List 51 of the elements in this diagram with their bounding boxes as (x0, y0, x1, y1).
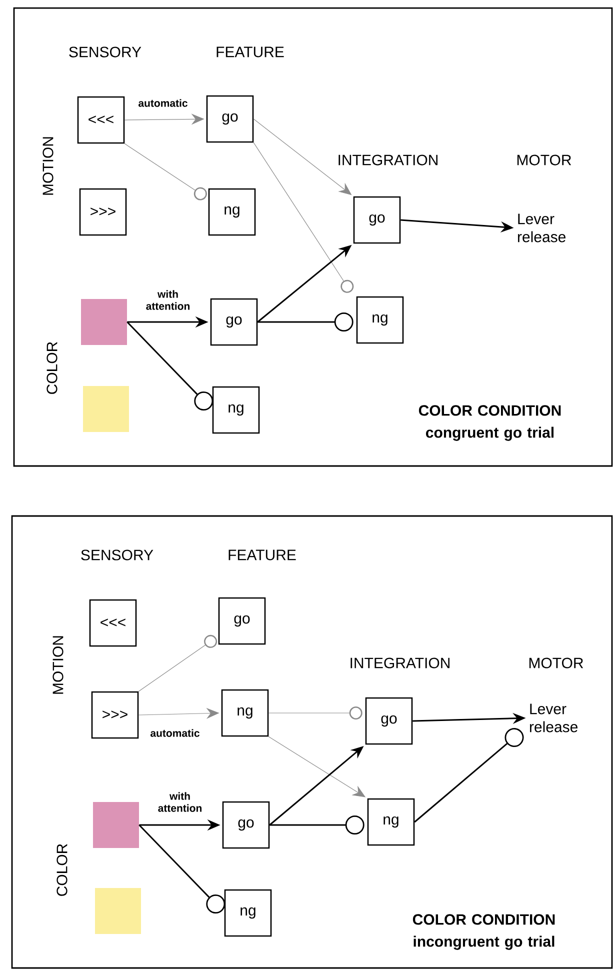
condition-caption: COLOR CONDITION incongruent go trial (412, 914, 555, 950)
edge-label: with attention (149, 791, 211, 813)
connector-arrow (258, 312, 354, 332)
feature-box: go (218, 597, 266, 645)
edge-label: automatic (132, 98, 194, 108)
edge-label: with attention (137, 289, 199, 311)
output-label: Lever release (518, 214, 566, 242)
feature-box: ng (367, 798, 415, 846)
feature-box: ng (224, 889, 272, 937)
connector-arrow (253, 142, 354, 293)
color-square (83, 386, 129, 432)
level-heading: INTEGRATION (350, 658, 450, 668)
feature-box: >>> (79, 188, 127, 236)
color-square (93, 802, 139, 848)
condition-caption: COLOR CONDITION congruent go trial (418, 405, 561, 441)
level-heading: MOTION (52, 636, 64, 694)
connector-arrow (126, 321, 214, 411)
color-square (81, 299, 127, 345)
feature-box: ng (221, 689, 269, 737)
level-heading: COLOR (46, 342, 58, 394)
feature-box: ng (356, 296, 404, 344)
level-heading: MOTION (42, 137, 54, 195)
connector-arrow (138, 634, 218, 692)
connector-arrow (268, 706, 362, 720)
feature-box: <<< (77, 96, 125, 144)
level-heading: COLOR (56, 844, 68, 896)
panel-frame (13, 7, 613, 467)
feature-box: go (353, 196, 401, 244)
color-square (95, 888, 141, 934)
panel-frame (11, 515, 613, 969)
level-heading: MOTOR (529, 658, 584, 668)
feature-box: <<< (89, 599, 137, 647)
feature-box: go (210, 298, 258, 346)
feature-box: ng (208, 188, 256, 236)
feature-box: ng (212, 386, 260, 434)
level-heading: FEATURE (216, 46, 284, 58)
output-label: Lever release (530, 704, 578, 732)
connector-arrow (270, 816, 364, 834)
feature-box: go (206, 95, 254, 143)
level-heading: MOTOR (517, 154, 572, 166)
feature-box: go (365, 697, 413, 745)
level-heading: SENSORY (69, 46, 142, 58)
edge-label: automatic (144, 728, 206, 738)
feature-box: >>> (91, 691, 139, 739)
feature-box: go (222, 801, 270, 849)
level-heading: SENSORY (81, 550, 154, 560)
level-heading: FEATURE (228, 550, 296, 560)
connector-arrow (414, 728, 524, 823)
connector-arrow (124, 143, 207, 200)
connector-arrow (138, 824, 226, 914)
level-heading: INTEGRATION (338, 154, 438, 166)
